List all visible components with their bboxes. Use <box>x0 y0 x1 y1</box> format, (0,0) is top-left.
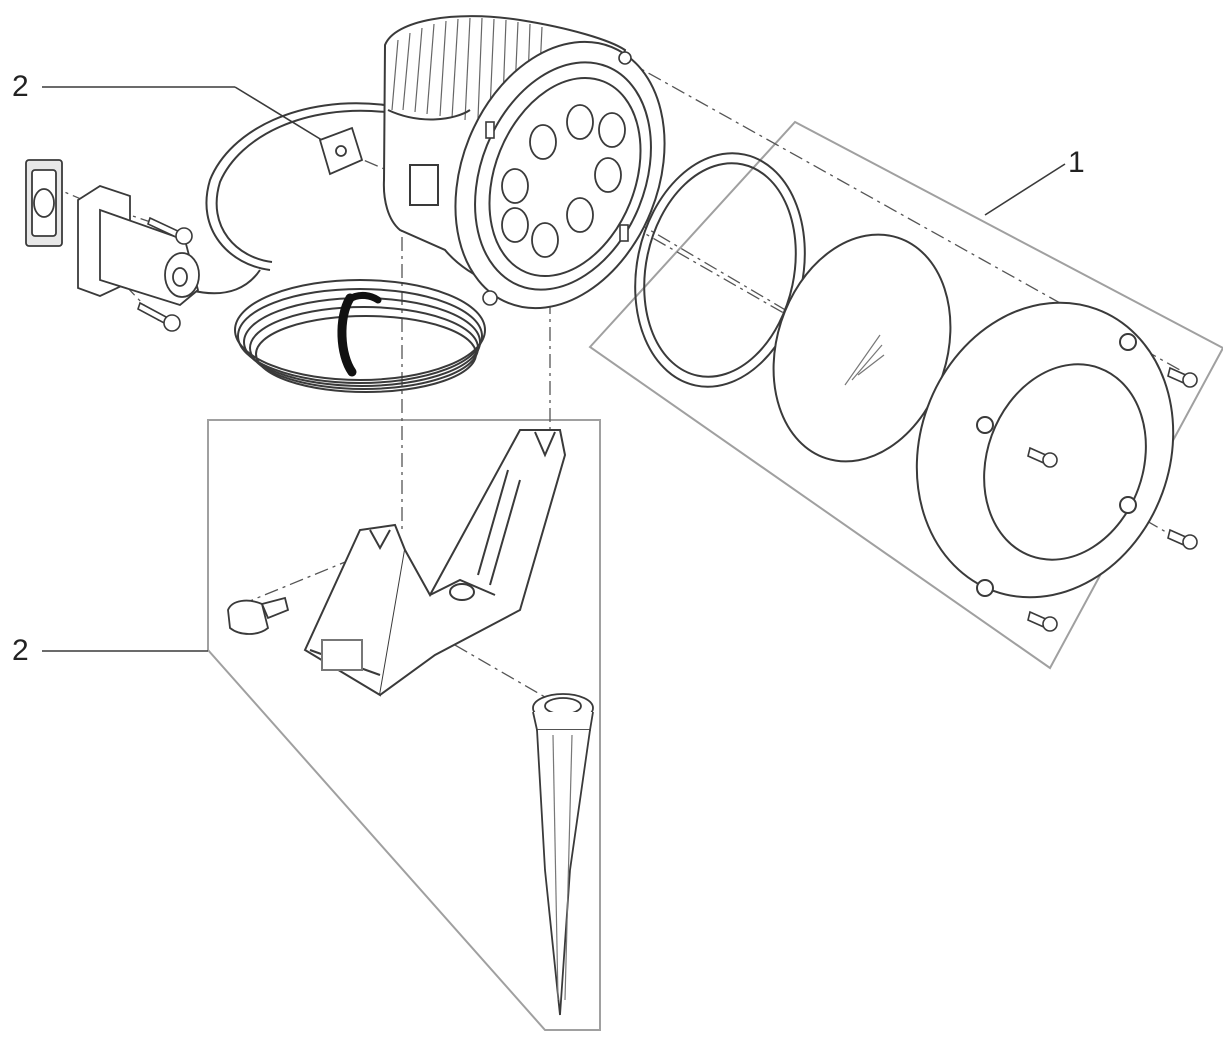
ring-screws <box>1027 366 1198 632</box>
front-ring <box>915 301 1175 599</box>
mounting-plate <box>318 126 364 176</box>
lens-kit-frame <box>588 120 1223 670</box>
cable-tie-band <box>337 293 357 377</box>
callout-2-top: 2 <box>12 70 29 103</box>
thumb-screw <box>227 596 290 635</box>
connector-assembly <box>25 159 200 307</box>
stake-kit-frame <box>207 419 601 1031</box>
ground-stake <box>532 693 594 1016</box>
bezel-tabs <box>482 51 632 306</box>
leader-line-1 <box>984 163 1066 216</box>
cable-tie-band-top <box>344 291 382 304</box>
lens-glass <box>772 233 952 463</box>
mounting-bracket <box>303 429 567 697</box>
callout-2-bottom: 2 <box>12 634 29 667</box>
led-lenses <box>501 104 626 258</box>
connector-screws <box>137 216 193 332</box>
callout-1: 1 <box>1068 146 1085 179</box>
power-cable <box>189 102 486 393</box>
